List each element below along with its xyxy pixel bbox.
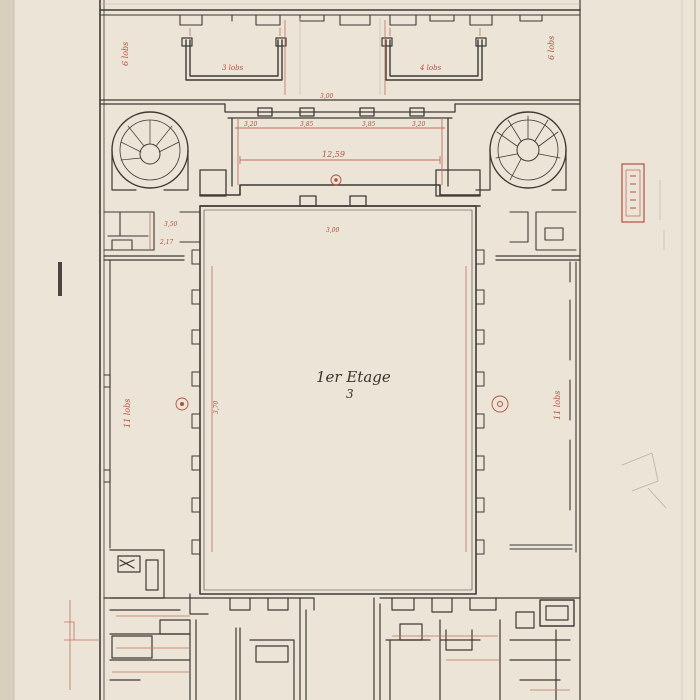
top-left-label: 6 lobs [121, 42, 130, 66]
left-side-label: 11 lobs [123, 399, 132, 428]
gallery-dim-right: 3,20 [412, 121, 426, 128]
stage-label: 1er Etage [316, 368, 391, 386]
top-left-room-label: 3 lobs [222, 64, 244, 72]
top-wall-piers [179, 14, 543, 26]
gallery-dim-left: 3,20 [244, 121, 258, 128]
corner-rooms [103, 211, 581, 261]
center-span-dimension: 12,59 [322, 150, 345, 159]
top-dimension-ticks [189, 20, 481, 95]
room-markers [175, 174, 509, 413]
lower-dimension-lines [64, 600, 570, 691]
side-dim-2: 3,50 [164, 221, 178, 228]
right-side-label: 11 lobs [553, 391, 562, 420]
gallery-dim-top: 3,00 [320, 93, 334, 100]
top-right-room-label: 4 lobs [419, 64, 442, 72]
court-dim-top: 3,00 [326, 227, 340, 234]
left-side-dimension: 3,70 [213, 400, 220, 414]
collection-stamp [621, 163, 645, 223]
ink-blot [58, 262, 62, 296]
outer-walls [99, 0, 581, 700]
stage-number: 3 [346, 387, 354, 401]
left-spiral-staircase [111, 111, 189, 191]
top-rooms [99, 37, 581, 105]
side-dim-1: 2,17 [159, 239, 174, 246]
sheet-left-edge [0, 0, 14, 700]
gallery-dim-mid-1: 3,85 [300, 121, 314, 128]
side-galleries [103, 259, 577, 553]
top-right-label: 6 lobs [547, 36, 556, 60]
lower-rooms [103, 549, 581, 700]
gallery-dim-mid-2: 3,85 [362, 121, 376, 128]
right-spiral-staircase [475, 111, 567, 191]
main-hall [191, 205, 485, 595]
